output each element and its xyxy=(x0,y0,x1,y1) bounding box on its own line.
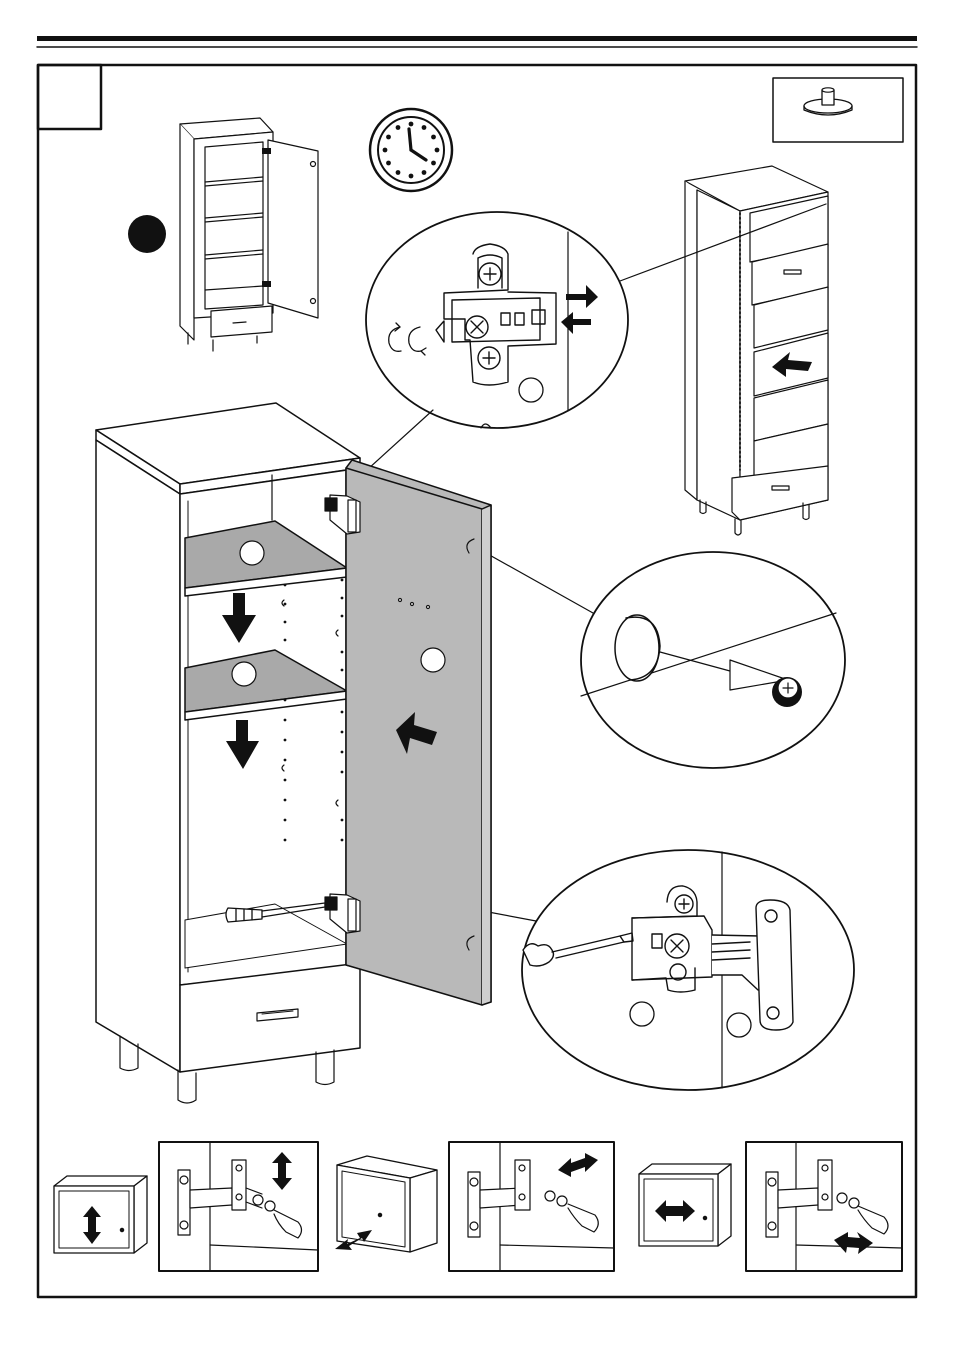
arrow-down-icon xyxy=(222,593,256,643)
adjust-depth-cube xyxy=(335,1155,438,1253)
arrow-diagonal-icon xyxy=(335,1230,372,1250)
hinge-bottom xyxy=(324,893,361,934)
header-rule xyxy=(36,36,918,48)
arrow-up-down-icon xyxy=(272,1152,292,1190)
cover-cap-detail-circle xyxy=(580,551,846,769)
arrow-left-right-icon xyxy=(655,1200,695,1222)
part-reference-box xyxy=(772,77,904,143)
adjust-depth-hinge-closeup xyxy=(448,1141,615,1272)
arrow-down-icon xyxy=(226,720,259,769)
foot-pad-icon xyxy=(803,87,853,116)
adjust-horizontal-cube xyxy=(638,1163,732,1247)
screwdriver xyxy=(225,902,326,923)
arrow-door-close-icon xyxy=(396,712,437,754)
hinge-detail-circle-top xyxy=(365,211,629,429)
main-cabinet xyxy=(95,402,361,1104)
arrow-push-door-icon xyxy=(772,352,812,377)
main-frame xyxy=(36,63,918,1299)
leader-line xyxy=(619,203,827,282)
hinge-top xyxy=(324,494,361,535)
arrow-left-right-icon xyxy=(834,1232,873,1254)
hinge-screw-detail-circle xyxy=(521,849,855,1091)
tall-cabinet-side-view xyxy=(684,165,829,536)
adjust-horizontal-hinge-closeup xyxy=(745,1141,903,1272)
small-cabinet-open-door xyxy=(179,117,319,352)
step-number-box xyxy=(36,63,103,131)
arrow-up-down-icon xyxy=(83,1206,101,1244)
arrow-left-right-icon xyxy=(558,1153,598,1177)
adjust-vertical-cube xyxy=(53,1175,148,1254)
filled-dot-icon xyxy=(128,215,166,253)
adjust-vertical-hinge-closeup xyxy=(158,1141,319,1272)
clock-icon xyxy=(368,107,454,193)
